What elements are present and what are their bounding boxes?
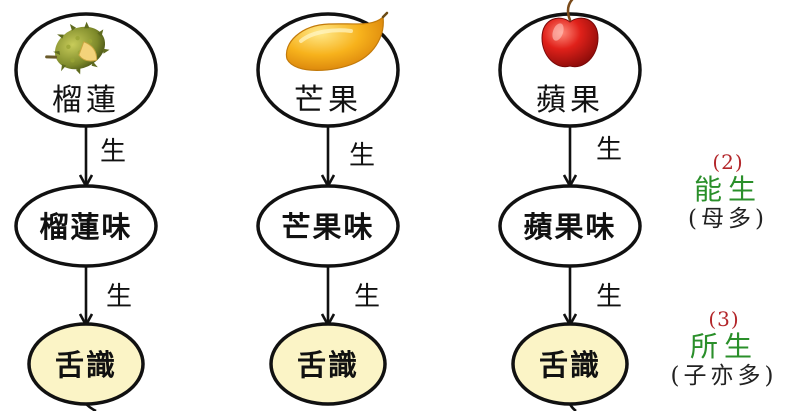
taste-label-apple: 蘋果味 [523, 210, 616, 244]
side-note-term: 能生 [693, 173, 762, 206]
edge-label-apple-2: 生 [596, 282, 622, 312]
side-note-capable-cause: (2) 能生 (母多) [670, 150, 786, 234]
taste-label-durian: 榴蓮味 [39, 210, 132, 244]
continuation-line-apple [568, 403, 577, 411]
side-note-number: (3) [708, 307, 740, 331]
consciousness-label-mango: 舌識 [297, 348, 359, 382]
side-note-remark: (子亦多) [670, 363, 778, 390]
durian-icon [45, 21, 110, 75]
consciousness-node-mango [269, 322, 387, 406]
side-note-term: 所生 [689, 330, 758, 363]
fruit-label-apple: 蘋果 [536, 83, 604, 118]
taste-label-mango: 芒果味 [281, 210, 374, 244]
continuation-line-durian [85, 403, 97, 411]
side-note-remark: (母多) [688, 206, 768, 233]
edge-label-durian-2: 生 [106, 282, 132, 312]
column-durian: 榴蓮 生 榴蓮味 生 舌識 [14, 12, 158, 411]
consciousness-label-durian: 舌識 [55, 348, 117, 382]
column-mango: 芒果 生 芒果味 生 舌識 [256, 11, 400, 406]
fruit-label-mango: 芒果 [294, 83, 362, 118]
edge-label-durian-1: 生 [100, 137, 126, 167]
edge-label-apple-1: 生 [596, 135, 622, 165]
edge-label-mango-2: 生 [354, 282, 380, 312]
column-apple: 蘋果 生 蘋果味 生 舌識 [498, 0, 642, 411]
fruit-label-durian: 榴蓮 [52, 83, 120, 118]
side-note-produced-effect: (3) 所生 (子亦多) [662, 307, 786, 391]
mango-icon [285, 11, 389, 71]
consciousness-label-apple: 舌識 [539, 348, 601, 382]
edge-label-mango-1: 生 [349, 141, 375, 171]
apple-icon [541, 0, 599, 68]
side-note-number: (2) [712, 150, 744, 174]
